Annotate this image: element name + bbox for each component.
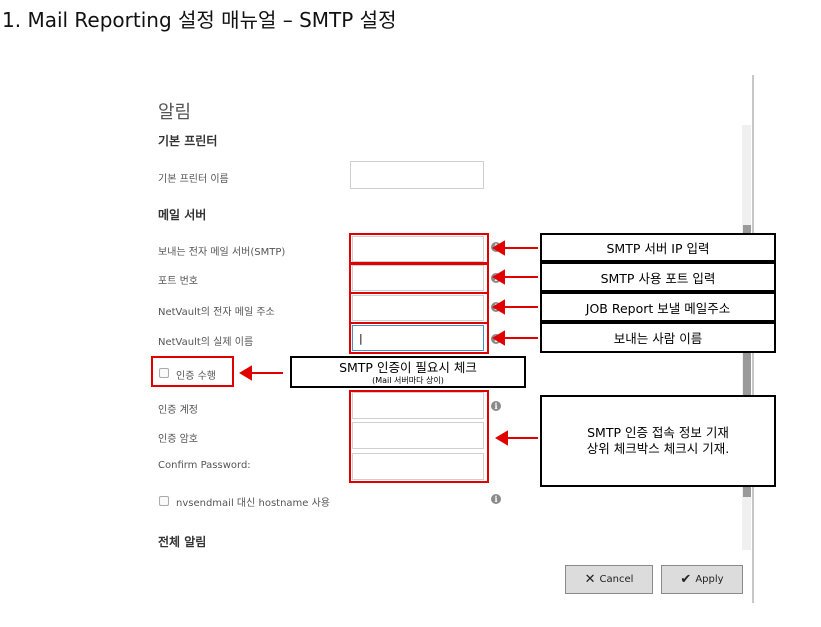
auth-checkbox-label: 인증 수행 (176, 371, 216, 382)
callout-smtp-ip: SMTP 서버 IP 입력 (540, 233, 776, 262)
port-label: 포트 번호 (158, 276, 198, 287)
auth-password-input[interactable] (352, 422, 484, 449)
port-input[interactable] (352, 265, 484, 291)
callout-smtp-port: SMTP 사용 포트 입력 (540, 262, 776, 292)
nvsendmail-checkbox[interactable] (159, 496, 169, 506)
callout-auth-line2: (Mail 서버마다 상이) (372, 375, 444, 385)
global-alert-heading: 전체 알림 (158, 535, 207, 549)
email-address-input[interactable] (352, 295, 484, 321)
real-name-input[interactable] (352, 325, 484, 351)
callout-sender-name: 보내는 사람 이름 (540, 322, 776, 353)
confirm-password-label: Confirm Password: (158, 460, 251, 471)
annotation-box-auth-checkbox (151, 356, 234, 387)
scrollbar-thumb[interactable] (743, 225, 751, 497)
callout-auth-line1: SMTP 인증이 필요시 체크 (339, 359, 477, 375)
cancel-button[interactable]: ✕ Cancel (565, 565, 653, 594)
callout-job-report: JOB Report 보낼 메일주소 (540, 292, 776, 322)
real-name-label: NetVault의 실제 이름 (158, 337, 254, 348)
annotation-box-auth-fields (349, 390, 489, 483)
apply-button-label: Apply (695, 574, 724, 585)
mail-server-heading: 메일 서버 (158, 208, 207, 222)
callout-auth-info-line1: SMTP 인증 접속 정보 기재 (587, 425, 729, 440)
auth-info-icon[interactable]: i (491, 401, 501, 411)
email-address-label: NetVault의 전자 메일 주소 (158, 307, 275, 318)
document-title: 1. Mail Reporting 설정 매뉴얼 – SMTP 설정 (2, 8, 397, 32)
auth-account-label: 인증 계정 (158, 405, 198, 416)
cancel-button-label: Cancel (599, 574, 634, 585)
callout-auth-info-line2: 상위 체크박스 체크시 기재. (586, 441, 730, 456)
nvsendmail-info-icon[interactable]: i (491, 494, 501, 504)
checkmark-icon: ✔ (680, 572, 692, 587)
apply-button[interactable]: ✔ Apply (661, 565, 743, 594)
confirm-password-input[interactable] (352, 453, 484, 480)
auth-checkbox[interactable] (159, 368, 169, 378)
smtp-server-input[interactable] (352, 236, 484, 262)
auth-password-label: 인증 암호 (158, 434, 198, 445)
callout-auth-info: SMTP 인증 접속 정보 기재 상위 체크박스 체크시 기재. (540, 395, 776, 487)
nvsendmail-label: nvsendmail 대신 hostname 사용 (176, 498, 331, 509)
auth-account-input[interactable] (352, 392, 484, 419)
smtp-server-label: 보내는 전자 메일 서버(SMTP) (158, 247, 286, 258)
default-printer-heading: 기본 프린터 (158, 134, 218, 148)
section-title: 알림 (158, 102, 192, 123)
annotation-box-realname (349, 322, 489, 354)
callout-auth-required: SMTP 인증이 필요시 체크 (Mail 서버마다 상이) (290, 356, 526, 388)
annotation-box-smtp (349, 233, 489, 265)
printer-name-input[interactable] (350, 161, 484, 189)
close-icon: ✕ (584, 572, 596, 587)
printer-name-label: 기본 프린터 이름 (158, 174, 229, 185)
